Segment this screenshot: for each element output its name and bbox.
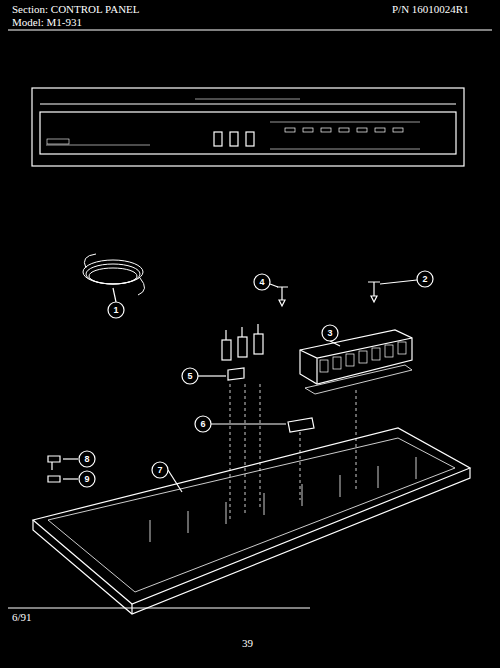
callout-number: 5 [187,372,192,381]
callout-number: 3 [327,329,332,338]
callout-number: 6 [200,420,205,429]
callout-number: 7 [157,466,162,475]
header-text: Section: CONTROL PANEL [12,4,140,15]
callout-number: 9 [84,475,89,484]
header-text: P/N 16010024R1 [392,4,469,15]
callout-circle [195,416,211,432]
callout-circle [322,325,338,341]
callout-circle [182,368,198,384]
header-text: Model: M1-931 [12,17,82,28]
callout-circle [254,274,270,290]
callout-number: 4 [259,278,264,287]
callout-number: 8 [84,455,89,464]
callout-circle [152,462,168,478]
callout-number: 1 [113,306,118,315]
header-text: 6/91 [12,612,32,623]
header-text: 39 [242,638,253,649]
callout-circle [79,471,95,487]
callout-circle [108,302,124,318]
callout-circle [417,271,433,287]
callout-circle [79,451,95,467]
callout-number: 2 [422,275,427,284]
